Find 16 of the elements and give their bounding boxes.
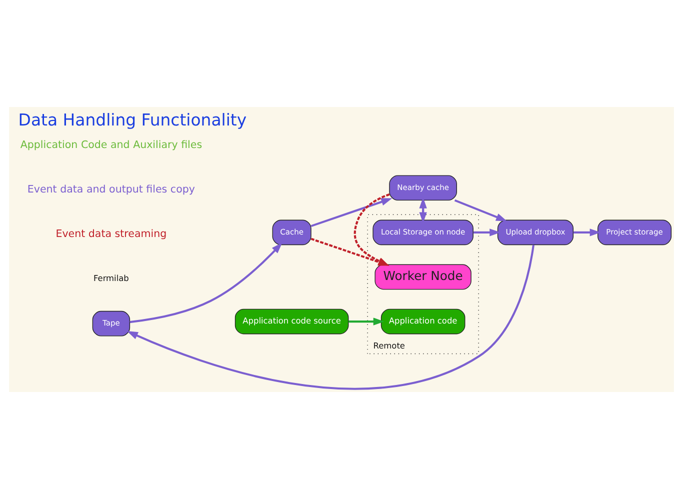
arrow xyxy=(130,242,282,323)
legend-label: Application Code and Auxiliary files xyxy=(20,138,202,150)
node-box: Application code xyxy=(380,308,466,334)
legend-label: Event data streaming xyxy=(56,227,167,240)
arrow xyxy=(310,198,392,227)
legend-label: Event data and output files copy xyxy=(27,182,195,195)
arrow xyxy=(419,196,427,220)
node-box: Application code source xyxy=(234,308,349,334)
arrow xyxy=(573,228,601,236)
arrow xyxy=(126,244,534,390)
label: Fermilab xyxy=(93,272,129,283)
arrow xyxy=(473,228,501,236)
diagram-title: Data Handling Functionality xyxy=(18,110,247,130)
arrow xyxy=(348,317,384,325)
arrow xyxy=(454,198,508,221)
node-box: Worker Node xyxy=(374,264,472,290)
